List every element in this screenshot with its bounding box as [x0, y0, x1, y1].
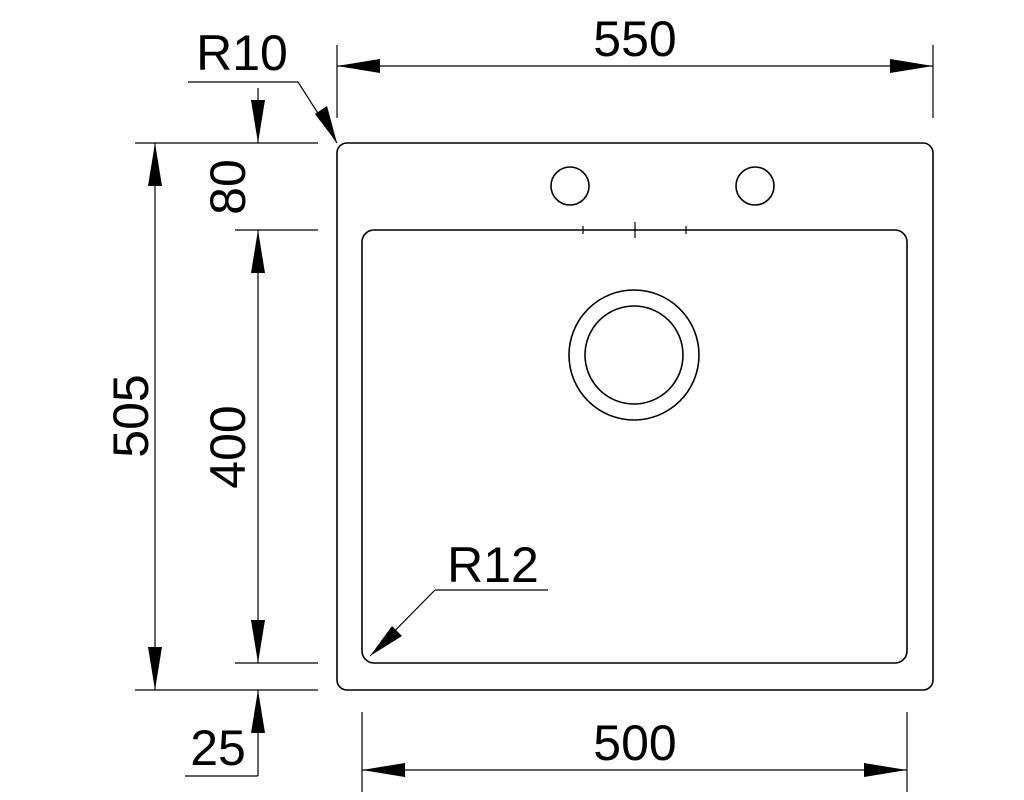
dimension-400: 400 — [200, 230, 265, 663]
label-25: 25 — [190, 720, 246, 776]
dimension-550: 550 — [336, 11, 934, 118]
left-extension-lines — [135, 142, 318, 691]
tap-hole-right — [735, 166, 775, 206]
label-400: 400 — [200, 405, 256, 488]
label-80: 80 — [200, 159, 256, 215]
dimension-25: 25 — [185, 690, 265, 777]
label-505: 505 — [103, 374, 159, 457]
dimension-505: 505 — [103, 143, 162, 690]
label-500: 500 — [593, 715, 676, 771]
drain-inner — [584, 305, 684, 405]
label-r12: R12 — [447, 537, 539, 593]
label-r10: R10 — [196, 25, 288, 81]
dimension-500: 500 — [361, 712, 908, 792]
drain-outer — [568, 289, 700, 421]
radius-r10: R10 — [188, 25, 338, 144]
sink-outer-outline — [336, 142, 934, 691]
tap-hole-left — [550, 166, 590, 206]
bowl-outline — [361, 229, 908, 664]
radius-r12: R12 — [369, 537, 548, 657]
center-ticks — [582, 222, 687, 238]
dimension-80: 80 — [200, 88, 265, 215]
label-550: 550 — [593, 11, 676, 67]
